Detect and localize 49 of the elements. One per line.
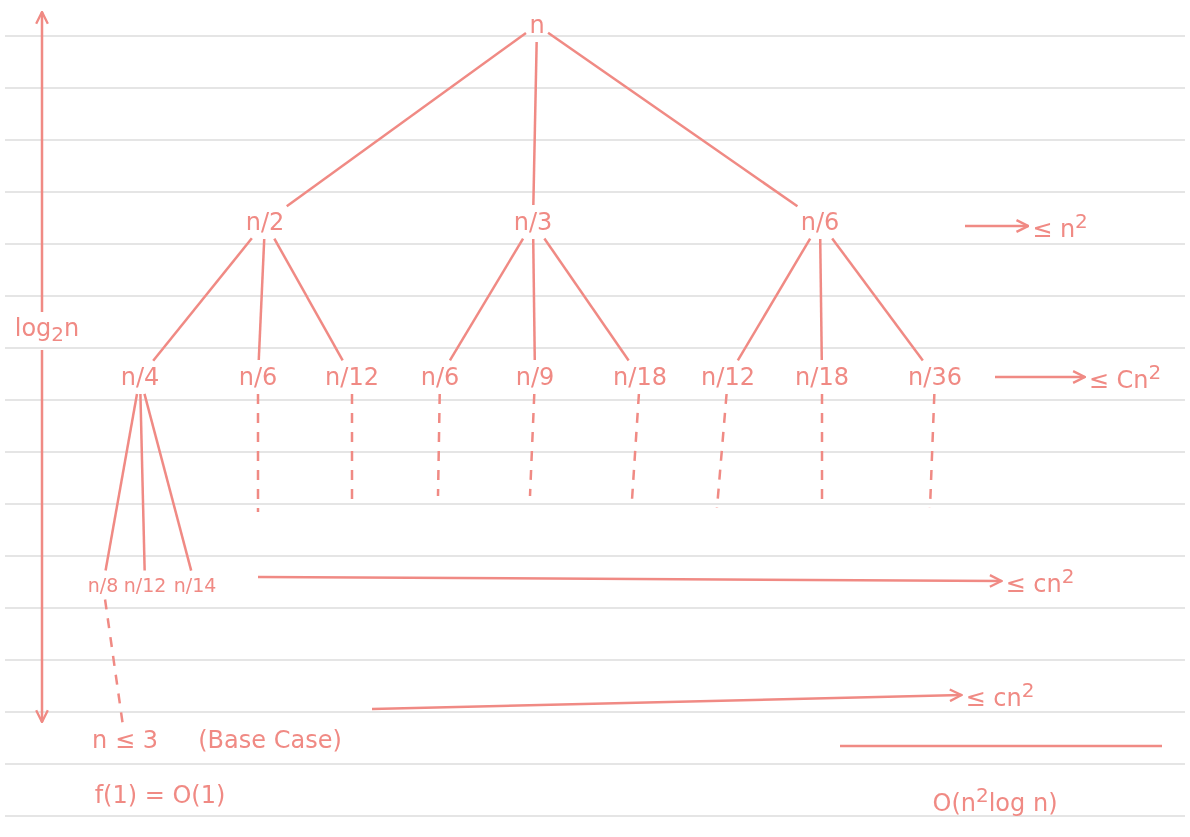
- tree-node-label: n/3: [512, 208, 554, 236]
- tree-node-label: ≤ n$^{2}$: [1031, 209, 1089, 243]
- tree-node-label: n/36: [907, 363, 963, 391]
- dashed-line: [528, 393, 536, 497]
- tree-branch-line: [273, 238, 344, 361]
- arrow: [258, 573, 1003, 588]
- tree-node-label: n/6: [799, 208, 841, 236]
- tree-node-label: ≤ Cn$^{2}$: [1087, 360, 1163, 394]
- tree-node-label: n/6: [237, 363, 279, 391]
- tree-node-label: n/12: [122, 573, 168, 597]
- tree-node-label: n/12: [700, 363, 756, 391]
- tree-branch-line: [152, 237, 253, 362]
- arrow: [371, 688, 963, 711]
- tree-branch-line: [448, 237, 525, 362]
- node-caption: (Base Case): [197, 726, 343, 754]
- tree-node-label: n/2: [244, 208, 286, 236]
- dashed-line: [630, 393, 641, 501]
- tree-branch-line: [543, 237, 630, 362]
- tree-branch-line: [104, 393, 139, 571]
- dashed-line: [103, 599, 124, 724]
- tree-node-label: n: [528, 11, 546, 39]
- tree-node-label: n/14: [172, 573, 218, 597]
- height-label: log$_{2}$n: [13, 313, 81, 347]
- tree-node-label: ≤ cn$^{2}$: [1004, 564, 1076, 598]
- tree-node-label: ≤ cn$^{2}$: [964, 678, 1036, 712]
- base-case-note: f(1) = O(1): [93, 781, 227, 809]
- tree-node-label: n/4: [119, 363, 161, 391]
- tree-branch-line: [831, 237, 924, 362]
- tree-node-label: n/18: [794, 363, 850, 391]
- tree-branch-line: [257, 238, 266, 361]
- tree-node-label: n/8: [86, 573, 120, 597]
- arrow: [965, 219, 1030, 233]
- tree-branch-line: [531, 239, 537, 360]
- tree-branch-line: [286, 32, 527, 208]
- tree-node-label: n/6: [419, 363, 461, 391]
- total-cost-label: O(n$^{2}$log n): [931, 783, 1059, 817]
- tree-node-label: n/18: [612, 363, 668, 391]
- tree-branch-line: [532, 41, 538, 206]
- tree-branch-line: [143, 393, 193, 571]
- tree-node-label: n/12: [324, 363, 380, 391]
- tree-branch-line: [139, 393, 146, 571]
- dashed-line: [436, 394, 441, 497]
- dashed-line: [256, 394, 260, 512]
- tree-branch-line: [547, 31, 799, 208]
- tree-branch-line: [818, 239, 824, 360]
- tree-node-label: n ≤ 3: [91, 726, 159, 754]
- tree-branch-line: [736, 237, 812, 362]
- arrow: [995, 370, 1086, 384]
- tree-node-label: n/9: [514, 363, 556, 391]
